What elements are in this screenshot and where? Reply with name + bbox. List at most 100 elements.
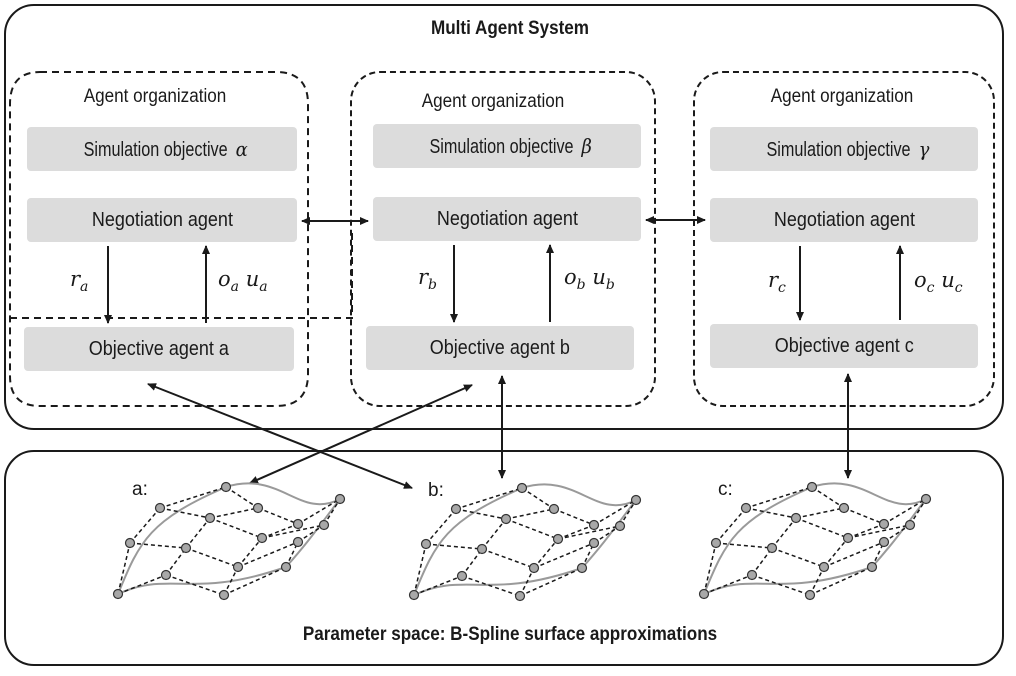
control-net-edge — [297, 498, 341, 525]
org-a-r-label: ra — [70, 267, 89, 296]
control-net-edge — [257, 507, 299, 525]
org-a-ou-label: oa ua — [218, 267, 268, 296]
control-net-edge — [481, 518, 507, 550]
spline-curve — [811, 482, 927, 506]
control-net-edge — [715, 507, 747, 544]
control-net-edge — [461, 575, 521, 597]
control-point — [528, 562, 540, 574]
spline-curve — [285, 498, 341, 568]
control-net-edge — [209, 517, 263, 539]
org-c-objective-symbol: γ — [918, 136, 930, 161]
org-c-negotiation-agent: Negotiation agent — [710, 198, 978, 242]
org-b-negotiation-agent: Negotiation agent — [373, 197, 641, 241]
org-a-objective-agent: Objective agent a — [24, 327, 294, 371]
control-point — [256, 532, 268, 544]
control-net-edge — [129, 507, 161, 544]
control-point — [548, 503, 560, 515]
control-point — [818, 561, 830, 573]
spline-curve — [521, 483, 637, 507]
control-net-edge — [519, 567, 583, 597]
org-b-title: Agent organization — [421, 91, 565, 112]
control-point — [766, 542, 778, 554]
spline-curve — [703, 566, 873, 595]
control-net-edge — [745, 507, 797, 519]
org-a-objective-symbol: α — [235, 136, 249, 161]
control-net-edge — [297, 524, 325, 543]
control-net-edge — [225, 486, 259, 509]
spline-curve — [703, 486, 813, 595]
control-point — [220, 481, 232, 493]
spline-curve — [413, 567, 583, 596]
control-net-edge — [165, 547, 187, 576]
spline-curve — [871, 498, 927, 568]
control-point — [552, 533, 564, 545]
control-net-edge — [843, 507, 885, 525]
control-point — [160, 569, 172, 581]
control-point — [920, 493, 932, 505]
control-point — [408, 589, 420, 601]
control-net-edge — [413, 543, 427, 596]
control-net-edge — [703, 542, 717, 595]
control-point — [154, 502, 166, 514]
control-net-edge — [505, 518, 559, 540]
control-net-edge — [159, 486, 227, 509]
control-net-edge — [455, 487, 523, 510]
control-net-edge — [883, 498, 927, 525]
control-net-edge — [883, 524, 911, 543]
control-point — [746, 569, 758, 581]
control-point — [252, 502, 264, 514]
control-point — [740, 502, 752, 514]
control-point — [576, 562, 588, 574]
control-point — [514, 590, 526, 602]
control-point — [588, 537, 600, 549]
control-point — [878, 536, 890, 548]
control-net-edge — [521, 487, 555, 510]
org-b-objective: Simulation objective β — [373, 124, 641, 168]
org-a-outline — [9, 71, 309, 407]
control-point — [698, 588, 710, 600]
mesh-b — [408, 482, 642, 602]
control-net-edge — [533, 542, 595, 569]
control-point — [280, 561, 292, 573]
control-point — [790, 512, 802, 524]
control-point — [804, 589, 816, 601]
control-net-edge — [751, 574, 811, 596]
control-point — [878, 518, 890, 530]
org-a-objective-label: Simulation objective — [83, 138, 228, 161]
control-net-edge — [261, 524, 325, 539]
control-net-edge — [745, 486, 813, 509]
org-b-objective-label: Simulation objective — [429, 135, 574, 158]
control-net-edge — [703, 574, 753, 595]
spline-curve — [413, 487, 523, 596]
control-point — [292, 536, 304, 548]
org-c-objective: Simulation objective γ — [710, 127, 978, 171]
control-point — [334, 493, 346, 505]
control-net-edge — [185, 547, 239, 568]
control-point — [710, 537, 722, 549]
control-point — [516, 482, 528, 494]
control-point — [180, 542, 192, 554]
control-net-edge — [771, 547, 825, 568]
mesh-a-label: a: — [132, 479, 148, 500]
control-net-edge — [425, 508, 457, 545]
control-point — [318, 519, 330, 531]
control-net-edge — [847, 524, 911, 539]
control-point — [218, 589, 230, 601]
control-net-edge — [481, 548, 535, 569]
spline-curve — [225, 482, 341, 506]
control-net-edge — [823, 541, 885, 568]
control-point — [500, 513, 512, 525]
mesh-b-label: b: — [428, 480, 444, 501]
control-net-edge — [117, 574, 167, 595]
control-net-edge — [909, 498, 927, 526]
control-net-edge — [209, 507, 259, 519]
org-c-objective-agent: Objective agent c — [710, 324, 978, 368]
control-net-edge — [223, 566, 287, 596]
control-point — [588, 519, 600, 531]
control-net-edge — [715, 542, 773, 549]
multi-agent-system-title: Multi Agent System — [430, 18, 590, 39]
control-point — [614, 520, 626, 532]
org-c-r-label: rc — [768, 268, 786, 297]
org-c-objective-label: Simulation objective — [766, 138, 911, 161]
